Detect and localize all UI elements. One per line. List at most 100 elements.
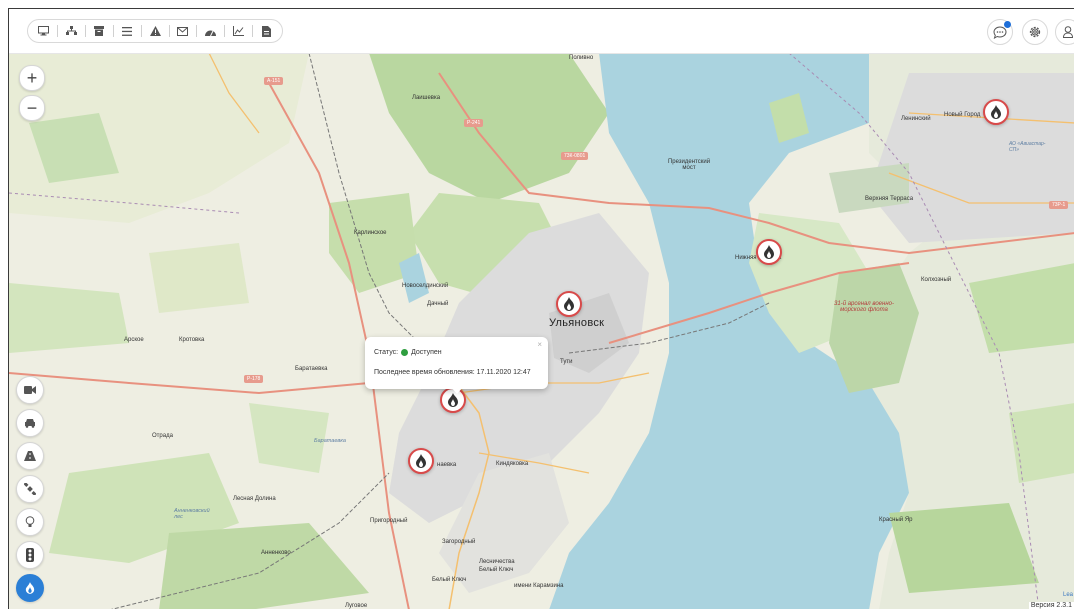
toolbar-separator [57, 25, 58, 37]
gas-flame-icon [764, 245, 774, 259]
layer-vehicles-button[interactable] [16, 409, 44, 437]
popup-tip [451, 387, 463, 394]
lightbulb-icon [25, 516, 35, 527]
place-label: Киндяковка [496, 461, 529, 467]
toolbar-separator [112, 25, 114, 37]
map-view[interactable]: Поливно Лаишевка А-151 Р-241 73К-0801 Пр… [9, 53, 1074, 609]
tree-structure-icon [65, 26, 77, 35]
place-label: Баратаевка [295, 366, 328, 372]
updated-label: Последнее время обновления: [374, 369, 475, 376]
map-attribution[interactable]: Lea [1062, 592, 1073, 598]
military-area-label: 31-й арсенал военно-морского флота [834, 301, 894, 313]
layer-roads-button[interactable] [16, 442, 44, 470]
place-label: Тути [560, 359, 573, 365]
chat-icon [993, 25, 1007, 39]
reports-button[interactable] [257, 21, 276, 41]
toolbar-separator [140, 25, 142, 37]
map-canvas[interactable] [9, 53, 1074, 609]
layer-traffic-lights-button[interactable] [16, 541, 44, 569]
gas-flame-icon [564, 297, 574, 311]
road-label: А-151 [264, 77, 284, 85]
place-label: Анненково [261, 550, 291, 556]
structure-button[interactable] [62, 21, 81, 41]
layer-gas-button[interactable] [16, 574, 44, 602]
list-button[interactable] [118, 21, 137, 41]
version-label: Версия 2.3.1 [1028, 602, 1074, 609]
zoom-out-button[interactable]: − [19, 95, 45, 121]
top-toolbar [9, 9, 1074, 54]
archive-icon [94, 26, 105, 36]
dashboard-button[interactable] [201, 21, 220, 41]
status-indicator [401, 349, 409, 356]
popup-close-button[interactable]: × [537, 340, 542, 349]
statistics-button[interactable] [229, 21, 248, 41]
settings-button[interactable] [1022, 19, 1048, 45]
envelope-icon [177, 26, 189, 36]
camera-icon [24, 386, 36, 394]
dashboard-icon [205, 30, 217, 36]
toolbar-separator [84, 25, 86, 37]
app-frame: Поливно Лаишевка А-151 Р-241 73К-0801 Пр… [8, 8, 1074, 609]
road-label: 73К-0801 [561, 152, 589, 160]
notification-dot [1004, 21, 1011, 28]
monitoring-button[interactable] [34, 21, 53, 41]
warning-icon [149, 26, 161, 36]
gas-station-marker[interactable] [408, 448, 434, 474]
chart-icon [233, 26, 245, 36]
toolbar-separator [168, 25, 170, 37]
place-label: Лесная Долина [233, 496, 276, 502]
alerts-button[interactable] [146, 21, 165, 41]
place-label: Новоселдинский [402, 283, 449, 289]
module-toolbar [27, 19, 283, 43]
place-label: Новый Город [944, 112, 981, 118]
place-label: Президентский мост [667, 159, 711, 171]
place-label: Луговое [345, 603, 368, 609]
user-button[interactable] [1055, 19, 1074, 45]
status-label: Статус: [374, 349, 399, 356]
place-label: Белый Ключ [479, 567, 514, 573]
layer-cameras-button[interactable] [16, 376, 44, 404]
city-label: Ульяновск [549, 317, 605, 329]
place-label: Лаишевка [412, 95, 441, 101]
chat-button[interactable] [987, 19, 1013, 45]
place-label: Верхняя Терраса [865, 196, 914, 202]
place-label: Пригородный [370, 518, 408, 524]
status-value: Доступен [411, 349, 442, 356]
gas-flame-icon [25, 582, 35, 594]
river-label: Баратаевка [314, 438, 346, 444]
forest-label: Анненковский лес [174, 508, 210, 520]
road-label: 73Р-1 [1049, 201, 1069, 209]
archive-button[interactable] [90, 21, 109, 41]
place-label: Кротовка [179, 337, 205, 343]
traffic-light-icon [26, 548, 34, 562]
list-icon [122, 26, 133, 36]
gas-flame-icon [416, 454, 426, 468]
place-label: Красный Яр [879, 517, 913, 523]
layer-lighting-button[interactable] [16, 508, 44, 536]
place-label: наевка [437, 462, 457, 468]
zoom-in-button[interactable]: + [19, 65, 45, 91]
place-label: имени Карамзина [514, 583, 564, 589]
popup-updated-row: Последнее время обновления: 17.11.2020 1… [374, 369, 531, 376]
place-label: Белый Ключ [432, 577, 467, 583]
gas-station-marker[interactable] [983, 99, 1009, 125]
popup-status-row: Статус: Доступен [374, 349, 442, 356]
gear-icon [1029, 26, 1041, 38]
toolbar-separator [224, 25, 226, 37]
messages-button[interactable] [173, 21, 192, 41]
satellite-icon [24, 483, 36, 495]
gas-station-marker[interactable] [556, 291, 582, 317]
car-icon [25, 419, 35, 428]
gas-station-marker[interactable] [756, 239, 782, 265]
monitor-icon [38, 26, 50, 36]
toolbar-separator [196, 25, 198, 37]
place-label: Поливно [569, 55, 594, 61]
user-icon [1063, 26, 1073, 38]
place-label: Загородный [442, 539, 476, 545]
document-icon [262, 25, 272, 37]
marker-popup: × Статус: Доступен Последнее время обнов… [365, 337, 548, 394]
road-label: Р-241 [464, 119, 484, 127]
layer-satellite-button[interactable] [16, 475, 44, 503]
place-label: Ленинский [901, 116, 931, 122]
place-label: Дачный [427, 301, 449, 307]
